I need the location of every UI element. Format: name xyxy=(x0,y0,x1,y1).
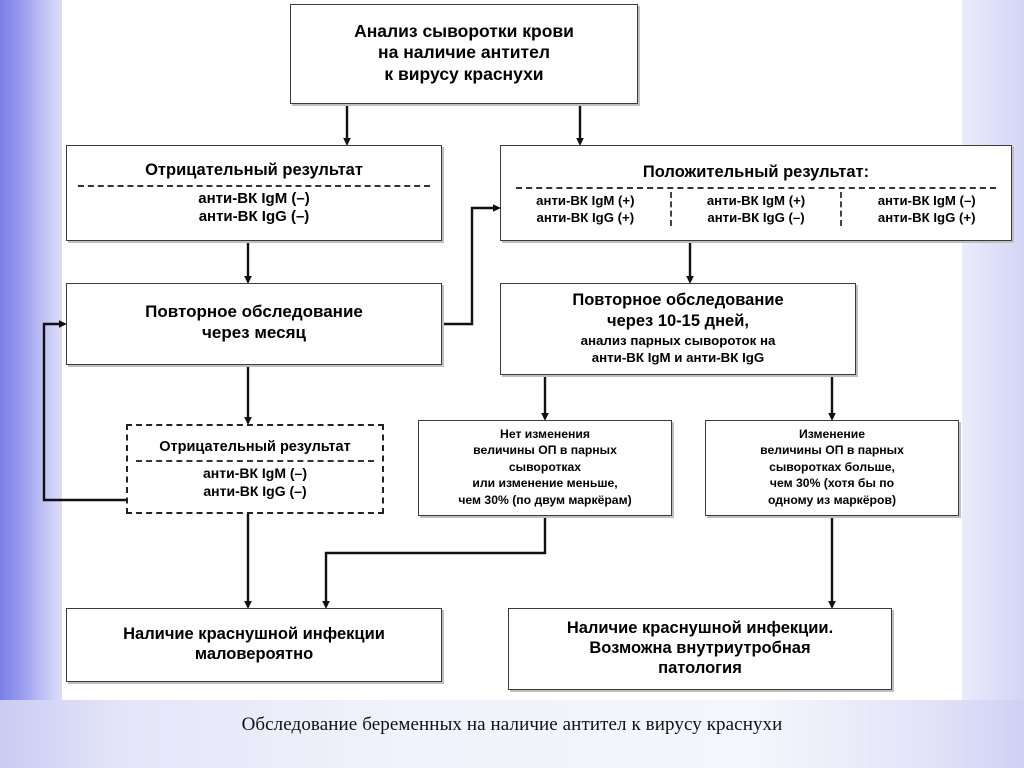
positive-result-column-1: анти-ВК IgM (+) анти-ВК IgG (+) xyxy=(501,191,672,227)
diagram-caption: Обследование беременных на наличие антит… xyxy=(241,714,783,735)
node-blood-serum-analysis[interactable]: Анализ сыворотки крови на наличие антите… xyxy=(290,4,638,104)
node-negative-result-2[interactable]: Отрицательный результат анти-ВК IgM (–) … xyxy=(126,424,384,514)
unlikely-line-2: маловероятно xyxy=(194,645,314,663)
no-change-line-4: или изменение меньше, xyxy=(472,476,618,491)
no-change-line-2: величины ОП в парных xyxy=(473,443,617,458)
title-line-3: к вирусу краснухи xyxy=(384,63,544,84)
node-change-od[interactable]: Изменение величины ОП в парных сыворотка… xyxy=(705,420,959,516)
positive-result-column-3: анти-ВК IgM (–) анти-ВК IgG (+) xyxy=(842,192,1011,226)
node-negative-result-1[interactable]: Отрицательный результат анти-ВК IgM (–) … xyxy=(66,145,442,241)
positive-col3-igm: анти-ВК IgM (–) xyxy=(877,192,976,208)
change-line-3: сыворотках больше, xyxy=(769,459,895,474)
title-line-1: Анализ сыворотки крови xyxy=(354,20,574,41)
node-infection-present[interactable]: Наличие краснушной инфекции. Возможна вн… xyxy=(508,608,892,690)
change-line-5: одному из маркёров) xyxy=(767,492,897,507)
no-change-line-1: Нет изменения xyxy=(500,426,590,441)
negative-result-1-igm: анти-ВК IgM (–) xyxy=(198,189,310,207)
infection-line-3: патология xyxy=(658,659,742,678)
no-change-line-3: сыворотках xyxy=(508,459,582,474)
positive-col1-igg: анти-ВК IgG (+) xyxy=(536,210,635,225)
repeat-days-line-2: через 10-15 дней, xyxy=(607,311,749,330)
change-line-1: Изменение xyxy=(798,426,866,441)
positive-col2-igg: анти-ВК IgG (–) xyxy=(707,210,805,225)
repeat-month-line-1: Повторное обследование xyxy=(145,302,363,322)
repeat-days-line-3: анализ парных сывороток на xyxy=(580,332,776,348)
repeat-days-line-1: Повторное обследование xyxy=(572,290,784,309)
no-change-line-5: чем 30% (по двум маркёрам) xyxy=(458,492,632,507)
positive-result-column-2: анти-ВК IgM (+) анти-ВК IgG (–) xyxy=(672,191,843,227)
divider-dashed xyxy=(516,186,996,189)
repeat-days-line-4: анти-ВК IgM и анти-ВК IgG xyxy=(591,350,765,366)
change-line-2: величины ОП в парных xyxy=(760,443,904,458)
node-repeat-exam-days[interactable]: Повторное обследование через 10-15 дней,… xyxy=(500,283,856,375)
negative-result-2-igg: анти-ВК IgG (–) xyxy=(203,482,307,499)
node-positive-result[interactable]: Положительный результат: анти-ВК IgM (+)… xyxy=(500,145,1012,241)
positive-result-header: Положительный результат: xyxy=(642,162,870,181)
title-line-2: на наличие антител xyxy=(378,42,550,63)
repeat-month-line-2: через месяц xyxy=(202,323,306,342)
negative-result-2-igm: анти-ВК IgM (–) xyxy=(202,465,307,482)
positive-col2-igm: анти-ВК IgM (+) xyxy=(706,192,806,208)
divider-dashed xyxy=(78,184,430,187)
negative-result-2-header: Отрицательный результат xyxy=(159,439,351,456)
unlikely-line-1: Наличие краснушной инфекции xyxy=(123,624,385,643)
negative-result-1-igg: анти-ВК IgG (–) xyxy=(198,208,310,225)
caption-band xyxy=(0,700,1024,768)
infection-line-2: Возможна внутриутробная xyxy=(589,638,811,657)
change-line-4: чем 30% (хотя бы по xyxy=(769,476,895,491)
infection-line-1: Наличие краснушной инфекции. xyxy=(566,618,834,637)
negative-result-1-header: Отрицательный результат xyxy=(145,160,363,179)
node-repeat-exam-month[interactable]: Повторное обследование через месяц xyxy=(66,283,442,365)
divider-dashed xyxy=(135,460,375,463)
node-no-change-od[interactable]: Нет изменения величины ОП в парных сывор… xyxy=(418,420,672,516)
node-infection-unlikely[interactable]: Наличие краснушной инфекции маловероятно xyxy=(66,608,442,682)
positive-col3-igg: анти-ВК IgG (+) xyxy=(877,210,976,225)
positive-col1-igm: анти-ВК IgM (+) xyxy=(536,192,635,208)
